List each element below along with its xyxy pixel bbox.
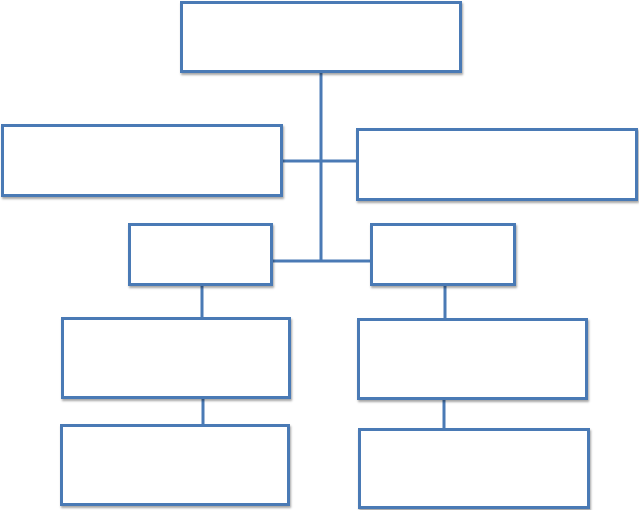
node-mid-right: [356, 128, 638, 201]
node-row4-right: [357, 318, 588, 400]
node-top: [180, 1, 462, 73]
node-mid-left: [1, 124, 283, 197]
node-row3-left: [128, 223, 273, 286]
node-row3-right: [370, 223, 516, 286]
node-row5-left: [60, 424, 290, 506]
node-row4-left: [61, 317, 291, 399]
node-row5-right: [358, 428, 590, 509]
